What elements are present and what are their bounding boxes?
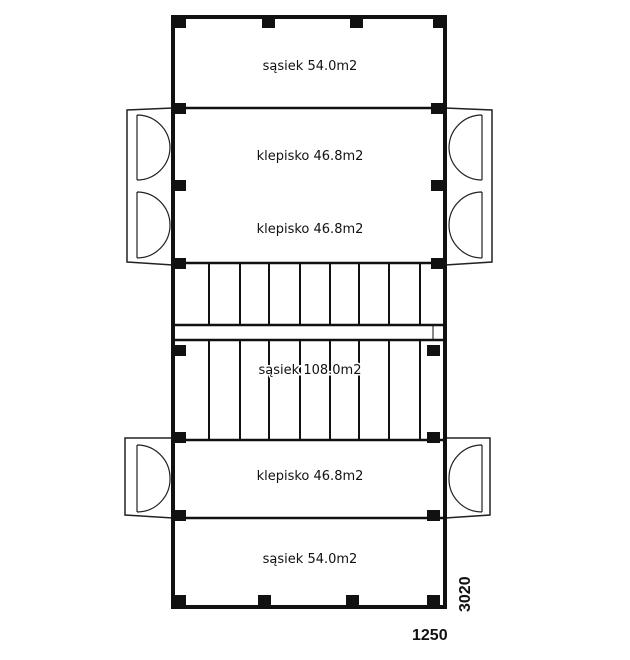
post: [346, 595, 359, 606]
door-swing-icon: [136, 114, 171, 181]
posts: [173, 17, 446, 606]
room-label: klepisko 46.8m2: [257, 469, 364, 484]
post: [173, 103, 186, 114]
post: [433, 17, 446, 28]
post: [173, 180, 186, 191]
post: [173, 345, 186, 356]
door-swing-icon: [448, 114, 483, 181]
side-bays: [124, 107, 493, 519]
room-label: klepisko 46.8m2: [257, 149, 364, 164]
post: [173, 17, 186, 28]
outer-wall: [171, 15, 447, 609]
post: [427, 595, 440, 606]
post: [350, 17, 363, 28]
room-label: sąsiek 108.0m2: [259, 363, 362, 378]
door-swing-icon: [136, 191, 171, 259]
right-bay-upper: [444, 107, 493, 266]
room-label: sąsiek 54.0m2: [263, 59, 358, 74]
door-swing-icon: [136, 444, 171, 513]
door-swing-icon: [448, 191, 483, 259]
post: [173, 595, 186, 606]
post: [427, 345, 440, 356]
floor-beams: [208, 263, 421, 440]
post: [427, 510, 440, 521]
post: [258, 595, 271, 606]
post: [431, 103, 444, 114]
post: [427, 432, 440, 443]
post: [431, 180, 444, 191]
dimension-width: 1250: [412, 627, 448, 644]
post: [173, 510, 186, 521]
right-bay-lower: [444, 437, 491, 519]
partitions: [173, 106, 445, 520]
post: [431, 258, 444, 269]
door-swing-icon: [448, 444, 483, 513]
dimension-height: 3020: [457, 576, 474, 612]
post: [173, 258, 186, 269]
left-bay-lower: [124, 437, 174, 519]
post: [262, 17, 275, 28]
door-swings: [136, 114, 483, 513]
left-bay-upper: [126, 107, 174, 266]
room-label: klepisko 46.8m2: [257, 222, 364, 237]
room-label: sąsiek 54.0m2: [263, 552, 358, 567]
post: [173, 432, 186, 443]
